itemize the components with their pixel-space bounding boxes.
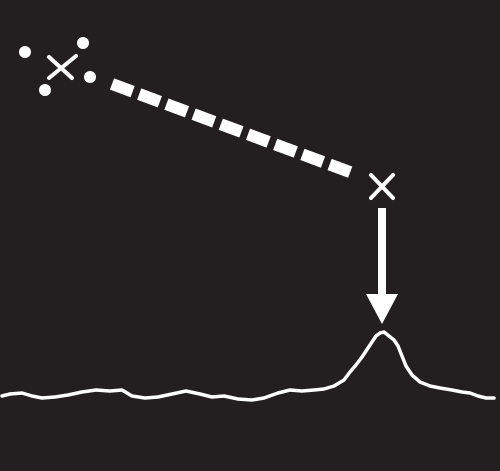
centroid-cross-icon: [47, 54, 78, 80]
cluster-dot-bottom-left: [39, 84, 51, 96]
cluster-dot-top-left: [19, 46, 31, 58]
cluster-dot-bottom-right: [84, 71, 96, 83]
target-cross-icon: [369, 173, 395, 200]
source-cluster: [19, 37, 96, 96]
dashed-trajectory: [109, 78, 353, 178]
dash-segment: [327, 158, 353, 178]
dash-segment: [191, 108, 217, 128]
dash-segment: [300, 148, 326, 168]
signal-trace: [0, 330, 496, 402]
dash-segment: [137, 88, 162, 108]
dash-segment: [273, 138, 298, 158]
dash-segment: [245, 128, 271, 148]
cluster-dot-top-right: [77, 37, 89, 49]
dash-segment: [218, 118, 244, 138]
down-arrow-icon: [366, 208, 398, 324]
dash-segment: [164, 98, 190, 118]
dash-segment: [109, 78, 135, 98]
